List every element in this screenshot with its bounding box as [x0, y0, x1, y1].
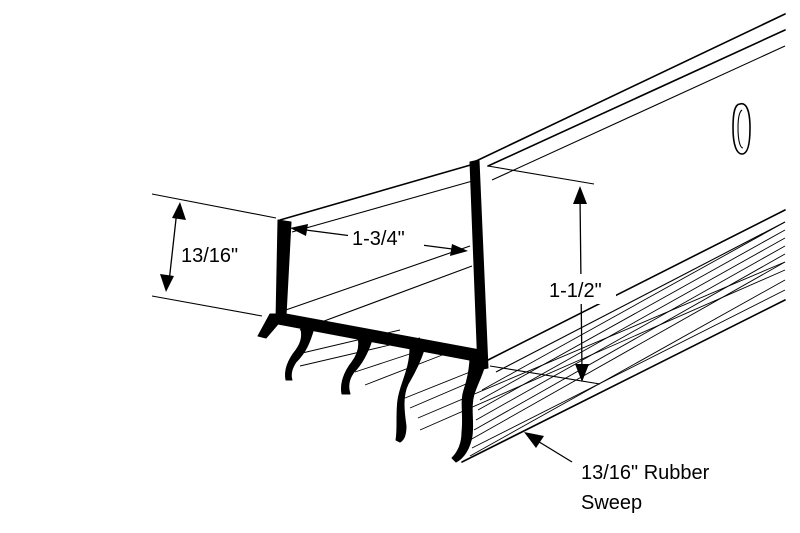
dimension-left-height: 13/16" [151, 193, 277, 317]
sweep-fin-1 [285, 325, 315, 381]
leader-arrow [524, 432, 544, 448]
dimension-right-height: 1-1/2" [487, 165, 616, 385]
dimension-top-width: 1-3/4" [290, 222, 468, 256]
front-lip-inner-edge [291, 179, 477, 233]
back-wall-face-line [491, 45, 786, 181]
label-sweep-line1: 13/16" Rubber [581, 462, 710, 484]
label-1-3-4: 1-3/4" [352, 228, 405, 250]
front-lip-section [275, 219, 292, 321]
sweep-bottom-edge [461, 299, 786, 463]
label-bg-top [348, 222, 424, 250]
arrow-up [172, 202, 186, 220]
label-13-16: 13/16" [181, 245, 238, 267]
sweep-fin-2 [341, 337, 373, 395]
dimension-line-left [168, 209, 178, 283]
label-bg-right [546, 274, 616, 304]
mounting-slot-inner [737, 109, 744, 149]
label-1-1-2: 1-1/2" [549, 280, 602, 302]
callout-rubber-sweep: 13/16" Rubber Sweep [524, 432, 710, 514]
channel-floor-line-1 [279, 245, 471, 313]
cross-section-profile [257, 159, 489, 463]
arrow-right-up [573, 186, 587, 204]
sweep-fin-3 [395, 347, 425, 443]
extension-line-bottom [151, 295, 263, 317]
arrow-down [160, 274, 174, 292]
channel-floor-line-2 [299, 265, 473, 331]
sweep-fin-4 [451, 355, 487, 463]
arrow-right-down [575, 364, 589, 382]
extension-line-right-top [487, 165, 595, 185]
mounting-slot [732, 102, 751, 155]
back-wall-top-edge [473, 13, 786, 163]
label-bg-left [176, 238, 258, 268]
bottom-flange-section [257, 313, 481, 363]
arrow-right [450, 244, 468, 256]
label-sweep-line2: Sweep [581, 492, 642, 514]
back-wall-top-inner-edge [487, 29, 786, 167]
front-lip-top-edge [279, 163, 475, 221]
back-wall-base-edge [487, 209, 786, 361]
leader-line [535, 439, 573, 463]
base-line-1 [495, 221, 786, 373]
arrow-left [290, 224, 308, 236]
extrusion-body [279, 13, 786, 373]
back-wall-section [469, 159, 489, 371]
extension-line-top [151, 193, 277, 219]
